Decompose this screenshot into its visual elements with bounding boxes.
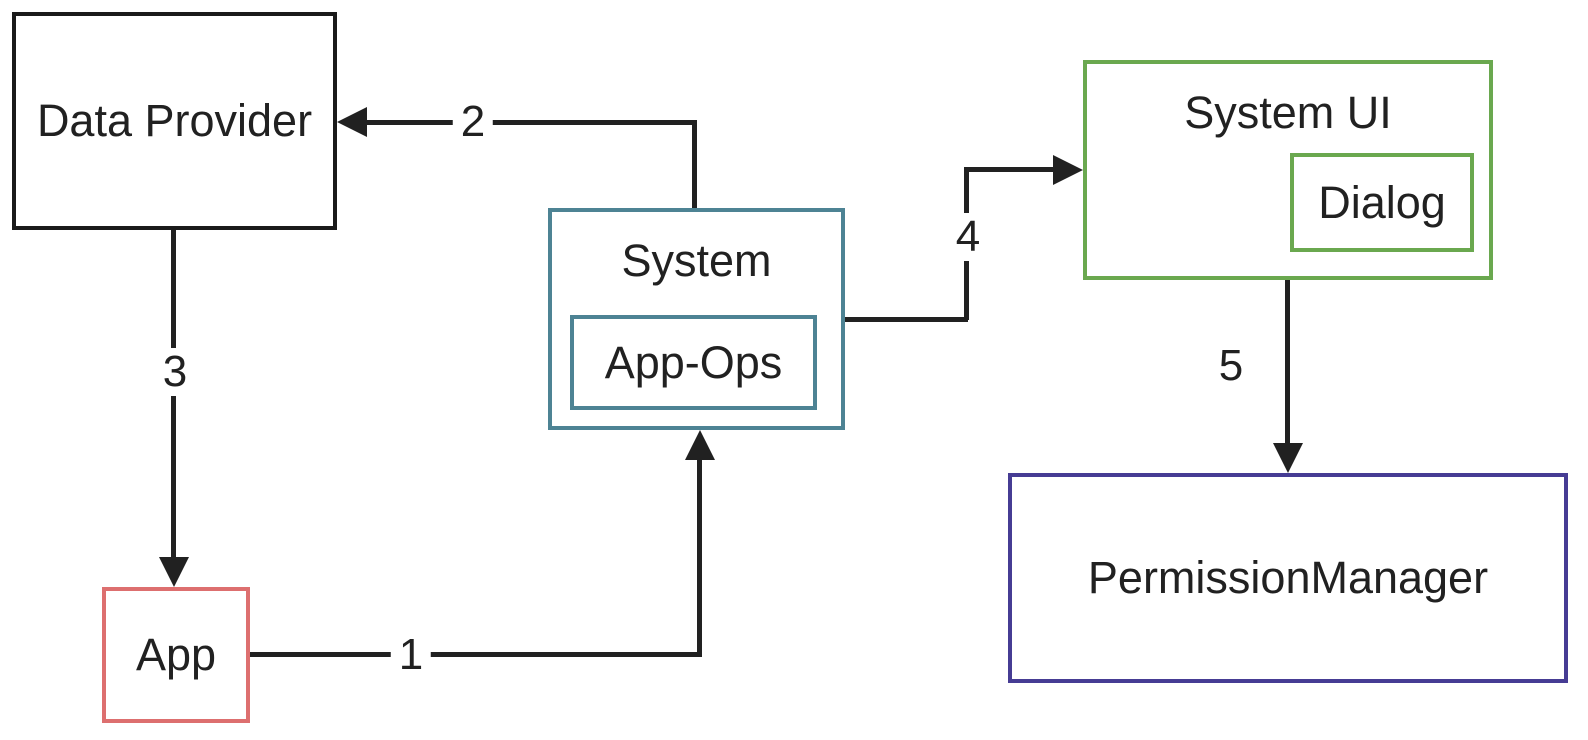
arrow-down-icon [159, 557, 189, 587]
node-data-provider: Data Provider [12, 12, 337, 230]
arrow-1-segment-horizontal [250, 652, 700, 657]
system-ui-label: System UI [1184, 87, 1392, 138]
system-label: System [621, 235, 772, 286]
app-label: App [135, 629, 217, 681]
arrow-up-icon [685, 430, 715, 460]
arrow-2-segment-vertical [692, 120, 697, 208]
node-app: App [102, 587, 250, 723]
arrow-1-label: 1 [390, 631, 432, 679]
arrow-3-label: 3 [154, 348, 196, 396]
arrow-5-label: 5 [1210, 342, 1252, 390]
node-system-ui: System UI Dialog [1083, 60, 1493, 280]
node-permission-manager: PermissionManager [1008, 473, 1568, 683]
dialog-label: Dialog [1318, 176, 1446, 228]
app-ops-label: App-Ops [604, 336, 783, 388]
node-app-ops: App-Ops [570, 315, 817, 410]
node-dialog: Dialog [1290, 153, 1474, 252]
arrow-4-segment-horizontal-lower [845, 317, 968, 322]
permission-manager-label: PermissionManager [1087, 552, 1489, 604]
data-provider-label: Data Provider [36, 95, 313, 147]
arrow-right-icon [1053, 155, 1083, 185]
arrow-3-segment-vertical [171, 230, 176, 562]
arrow-5-segment-vertical [1285, 280, 1290, 448]
arrow-left-icon [337, 107, 367, 137]
arrow-2-label: 2 [452, 98, 494, 146]
arrow-down-icon [1273, 443, 1303, 473]
arrow-2-segment-horizontal [360, 120, 697, 125]
arrow-4-label: 4 [947, 213, 989, 261]
arrow-4-segment-horizontal-upper [964, 167, 1060, 172]
node-system: System App-Ops [548, 208, 845, 430]
arrow-1-segment-vertical [697, 458, 702, 657]
